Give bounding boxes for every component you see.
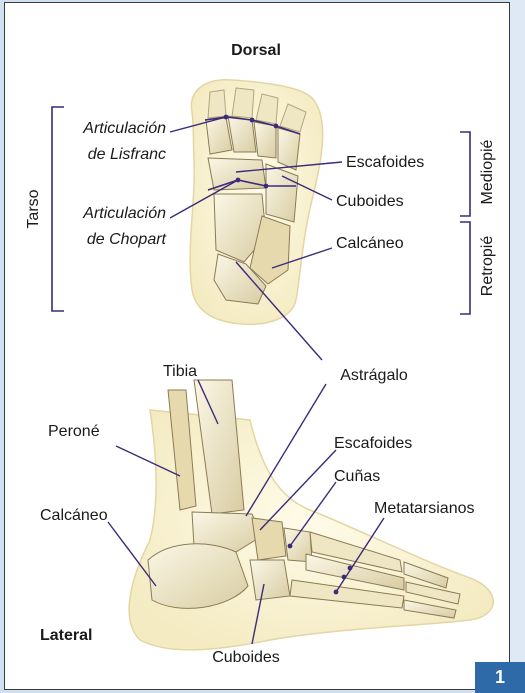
label-cuboides-lateral: Cuboides [212,649,280,666]
label-astragalo: Astrágalo [340,367,408,384]
label-tibia: Tibia [163,363,197,380]
label-cuboides-dorsal: Cuboides [336,193,404,210]
retropie-bracket [460,222,470,314]
label-calcaneo-lateral: Calcáneo [40,507,108,524]
dorsal-foot-illustration [190,80,323,325]
mediopie-bracket [460,132,470,216]
tarso-bracket [52,107,64,311]
lateral-heading: Lateral [40,627,92,644]
label-retropie: Retropié [479,236,496,297]
figure-number-badge: 1 [475,662,525,693]
label-cunas: Cuñas [334,468,380,485]
label-escafoides-dorsal: Escafoides [346,154,424,171]
label-escafoides-lateral: Escafoides [334,435,412,452]
label-metatarsianos: Metatarsianos [374,500,475,517]
label-lisfranc-line2: de Lisfranc [88,146,166,163]
label-lisfranc-line1: Articulación [82,120,166,137]
label-tarso: Tarso [25,189,42,228]
label-perone: Peroné [48,423,100,440]
dorsal-heading: Dorsal [231,42,281,59]
label-chopart-line2: de Chopart [87,231,167,248]
label-chopart-line1: Articulación [82,205,166,222]
label-mediopie: Mediopié [479,139,496,204]
label-calcaneo-dorsal: Calcáneo [336,235,404,252]
